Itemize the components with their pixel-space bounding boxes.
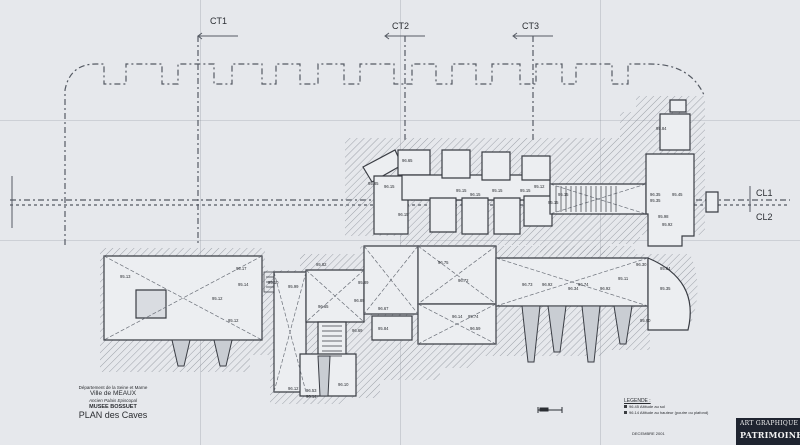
elevation-label: 96.15: [384, 184, 395, 189]
elevation-label: 96.14: [452, 314, 463, 319]
legend-marker-icon: [624, 405, 627, 409]
elevation-label: 96.10: [338, 382, 349, 387]
elevation-label: 95.98: [658, 214, 669, 219]
logo-line-1: ART GRAPHIQUE: [740, 420, 799, 427]
date-label: DECEMBRE 2001: [632, 431, 665, 436]
section-marker-ct3: CT3: [522, 21, 539, 31]
legend-item: 96.45 Altitude au sol: [624, 404, 734, 410]
elevation-label: 96.35: [650, 192, 661, 197]
elevation-label: 96.89: [354, 298, 365, 303]
elevation-label: 95.17: [236, 266, 247, 271]
elevation-label: 95.74: [468, 314, 479, 319]
elevation-label: 95.12: [534, 184, 545, 189]
department-label: Département de la Seine et Marne: [78, 385, 148, 390]
elevation-label: 95.89: [358, 280, 369, 285]
elevation-label: 96.59: [470, 326, 481, 331]
legend-title: LEGENDE :: [624, 398, 651, 404]
elevation-label: 95.99: [288, 284, 299, 289]
scale-bar: [537, 407, 563, 413]
legend-marker-icon: [624, 411, 627, 415]
elevation-label: 95.12: [228, 318, 239, 323]
section-marker-ct2: CT2: [392, 21, 409, 31]
elevation-label: 95.11: [618, 276, 629, 281]
plan-title: PLAN des Caves: [78, 410, 148, 421]
elevation-label: 96.92: [542, 282, 553, 287]
elevation-label: 96.92: [600, 286, 611, 291]
legend-item-label: 96.45 Altitude au sol: [629, 404, 666, 409]
elevation-label: 95.15: [520, 188, 531, 193]
elevation-label: 95.35: [660, 286, 671, 291]
elevation-label: 95.84: [378, 326, 389, 331]
vault-diagonals: [103, 183, 649, 393]
elevation-label: 96.15: [398, 212, 409, 217]
legend-item: 96.14 Altitude au hauteur (poutre ou pla…: [624, 410, 734, 416]
elevation-label: 95.15: [492, 188, 503, 193]
elevation-label: 96.30: [636, 262, 647, 267]
elevation-label: 96.74: [578, 282, 589, 287]
elevation-label: 96.14: [306, 394, 317, 399]
elevation-label: 95.14: [238, 282, 249, 287]
elevation-label: 95.84: [656, 126, 667, 131]
logo-line-2: PATRIMOINE: [740, 430, 800, 440]
elevation-label: 95.85: [368, 181, 379, 186]
elevation-label: 95.15: [456, 188, 467, 193]
elevation-label: 96.75: [438, 260, 449, 265]
company-logo: ART GRAPHIQUE PATRIMOINE: [736, 418, 800, 445]
piers: [171, 305, 633, 397]
elevation-label: 96.53: [306, 388, 317, 393]
title-block: Département de la Seine et Marne Ville d…: [38, 385, 188, 421]
legend: LEGENDE : 96.45 Altitude au sol 96.14 Al…: [624, 398, 734, 416]
section-marker-cl1: CL1: [756, 188, 773, 198]
elevation-label: 96.12: [288, 386, 299, 391]
elevation-label: 95.35: [650, 198, 661, 203]
elevation-label: 95.15: [548, 200, 559, 205]
section-marker-cl2: CL2: [756, 212, 773, 222]
former-building-label: Ancien Palais Episcopal: [88, 398, 138, 404]
elevation-label: 95.82: [316, 262, 327, 267]
museum-label: MUSEE BOSSUET: [89, 403, 137, 410]
elevation-label: 95.13: [120, 274, 131, 279]
section-markers: [11, 32, 751, 228]
elevation-label: 96.34: [568, 286, 579, 291]
elevation-label: 96.73: [522, 282, 533, 287]
legend-item-label: 96.14 Altitude au hauteur (poutre ou pla…: [629, 410, 709, 415]
elevation-label: 96.15: [470, 192, 481, 197]
elevation-labels: 95.84 96.65 96.15 95.85 96.15 95.15 96.1…: [120, 126, 683, 399]
elevation-label: 96.65: [402, 158, 413, 163]
elevation-label: 96.69: [352, 328, 363, 333]
elevation-label: 95.92: [662, 222, 673, 227]
paper-fold-line: [0, 120, 800, 121]
section-marker-ct1: CT1: [210, 16, 227, 26]
elevation-label: 96.72: [458, 278, 469, 283]
paper-fold-line: [200, 0, 201, 445]
elevation-label: 95.60: [640, 318, 651, 323]
elevation-label: 95.84: [660, 266, 671, 271]
city-label: Ville de MEAUX: [89, 390, 137, 398]
elevation-label: 95.45: [672, 192, 683, 197]
elevation-label: 95.10: [268, 280, 279, 285]
elevation-label: 95.12: [212, 296, 223, 301]
elevation-label: 95.15: [558, 192, 569, 197]
elevation-label: 96.67: [378, 306, 389, 311]
elevation-label: 96.65: [318, 304, 329, 309]
stairs: [263, 186, 617, 357]
